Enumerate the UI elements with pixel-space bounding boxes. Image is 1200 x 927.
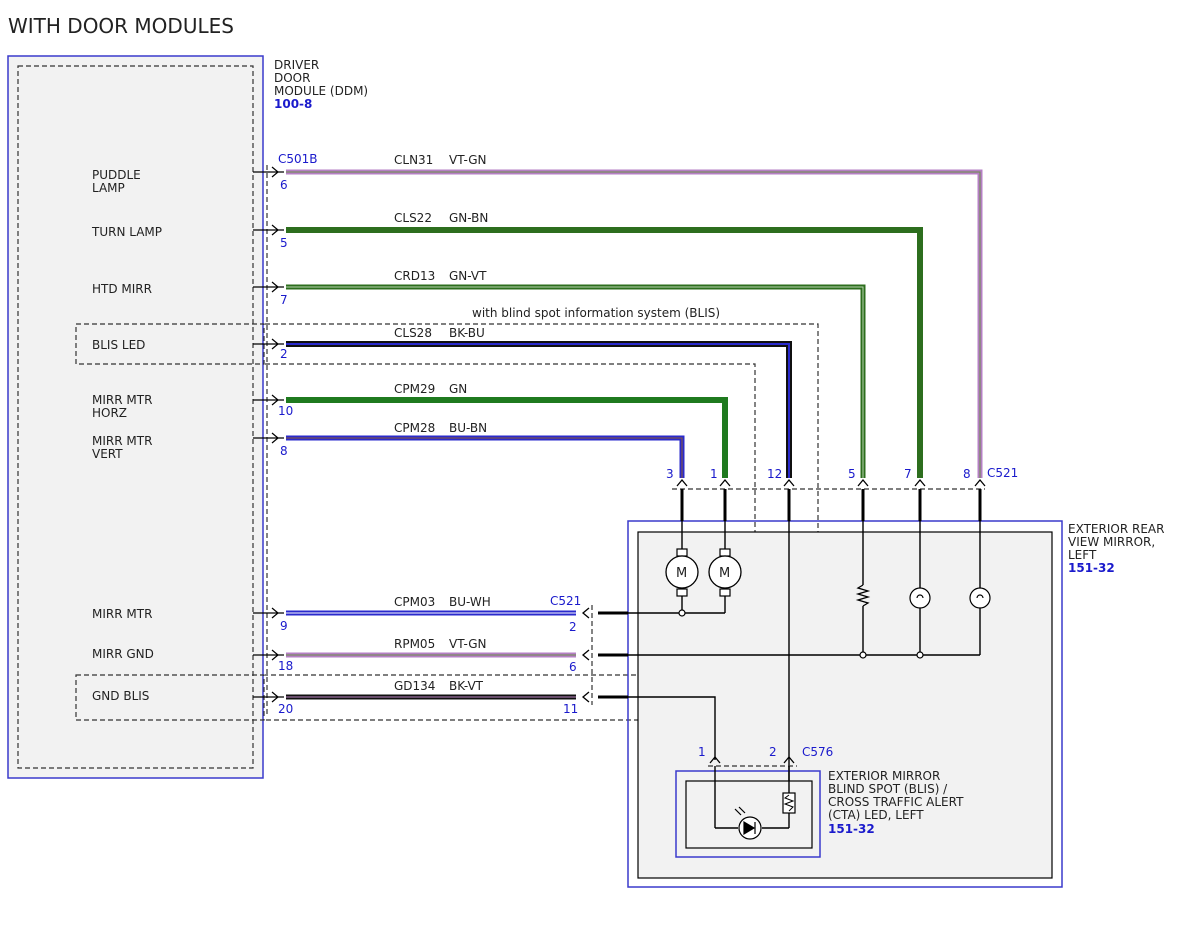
puddle-lamp-bulb-icon	[969, 587, 991, 609]
ddm-module-box	[7, 55, 264, 779]
pin-label-mirr-mtr-horz: MIRR MTR HORZ	[92, 393, 156, 420]
svg-text:M: M	[676, 566, 687, 581]
c521-side-pin-11: 11	[563, 702, 578, 716]
ddm-pin-20: 20	[278, 702, 293, 716]
svg-text:M: M	[719, 566, 730, 581]
wire-cls22	[286, 227, 923, 478]
wire-id-cpm28: CPM28	[394, 421, 435, 435]
c521-pin-12: 12	[767, 467, 782, 481]
blis-led-module-box	[675, 770, 821, 858]
pin-label-mirr-mtr: MIRR MTR	[92, 607, 152, 621]
c501b-label: C501B	[278, 152, 318, 166]
c521-pin-8: 8	[963, 467, 971, 481]
pin-label-mirr-mtr-vert: MIRR MTR VERT	[92, 434, 156, 461]
wire-color-cpm29: GN	[449, 382, 467, 396]
ddm-pin-5: 5	[280, 236, 288, 250]
pin-label-puddle-lamp: PUDDLE LAMP	[92, 168, 145, 195]
c521-pin-1: 1	[710, 467, 718, 481]
ddm-pin-9: 9	[280, 619, 288, 633]
wire-id-rpm05: RPM05	[394, 637, 435, 651]
c521-pin-3: 3	[666, 467, 674, 481]
c576-pin-1: 1	[698, 745, 706, 759]
c521-pin-7: 7	[904, 467, 912, 481]
wire-id-gd134: GD134	[394, 679, 435, 693]
wire-color-cpm03: BU-WH	[449, 595, 491, 609]
pin-label-blis-led: BLIS LED	[92, 338, 145, 352]
c521-side-arrows	[581, 607, 590, 703]
mirror-ref: 151-32	[1068, 561, 1115, 575]
blis-option-region	[265, 323, 819, 721]
c576-arrows	[709, 755, 795, 764]
ddm-ref: 100-8	[274, 97, 312, 111]
c576-pin-2: 2	[769, 745, 777, 759]
blis-option-note: with blind spot information system (BLIS…	[472, 306, 720, 320]
c521-top-pin-numbers: 3 1 12 5 7 8	[666, 467, 971, 481]
wire-id-cln31: CLN31	[394, 153, 433, 167]
c521-pin-5: 5	[848, 467, 856, 481]
motor-horz-icon: M	[665, 548, 699, 597]
wire-color-cls22: GN-BN	[449, 211, 488, 225]
wire-color-cls28: BK-BU	[449, 326, 485, 340]
wire-id-crd13: CRD13	[394, 269, 435, 283]
c521-top-arrows	[676, 478, 986, 487]
ddm-pin-18: 18	[278, 659, 293, 673]
ddm-pin-7: 7	[280, 293, 288, 307]
c521-side-pin-2: 2	[569, 620, 577, 634]
wire-id-cls28: CLS28	[394, 326, 432, 340]
wire-cls28	[286, 341, 792, 478]
ddm-pin-8: 8	[280, 444, 288, 458]
blis-inner-region	[265, 363, 756, 676]
blis-led-module-ref: 151-32	[828, 822, 875, 836]
pin-label-htd-mirr: HTD MIRR	[92, 282, 152, 296]
ddm-name: DRIVER DOOR MODULE (DDM)	[274, 58, 368, 98]
wire-color-cpm28: BU-BN	[449, 421, 487, 435]
wire-id-cpm29: CPM29	[394, 382, 435, 396]
pin-label-turn-lamp: TURN LAMP	[91, 225, 162, 239]
ddm-inner-dashed	[17, 65, 254, 769]
wire-cpm29	[286, 397, 728, 478]
led-icon	[734, 806, 762, 840]
blis-led-module-name: EXTERIOR MIRROR BLIND SPOT (BLIS) / CROS…	[828, 769, 967, 822]
turn-lamp-bulb-icon	[909, 587, 931, 609]
motor-vert-icon: M	[708, 548, 742, 597]
junction-dots	[678, 609, 924, 659]
wire-color-cln31: VT-GN	[449, 153, 486, 167]
wire-color-crd13: GN-VT	[449, 269, 487, 283]
wire-id-cpm03: CPM03	[394, 595, 435, 609]
pin-label-mirr-gnd: MIRR GND	[92, 647, 154, 661]
ddm-pin-stubs	[253, 166, 284, 703]
mirror-module-box	[627, 520, 1063, 888]
wire-color-gd134: BK-VT	[449, 679, 484, 693]
resistor-icon	[782, 792, 796, 814]
ddm-pin-2: 2	[280, 347, 288, 361]
c521-side-pin-6: 6	[569, 660, 577, 674]
c521-top-label: C521	[987, 466, 1018, 480]
wire-color-rpm05: VT-GN	[449, 637, 486, 651]
ddm-pin-10: 10	[278, 404, 293, 418]
wire-cln31	[286, 169, 983, 478]
c521-side-label: C521	[550, 594, 581, 608]
blis-led-internal-wiring	[714, 766, 790, 829]
ddm-pin-6: 6	[280, 178, 288, 192]
wire-labels: CLN31 VT-GN CLS22 GN-BN CRD13 GN-VT CLS2…	[394, 153, 491, 693]
c576-label: C576	[802, 745, 833, 759]
mirror-name: EXTERIOR REAR VIEW MIRROR, LEFT	[1068, 522, 1168, 562]
wire-cpm28	[286, 435, 685, 478]
page-title: WITH DOOR MODULES	[8, 14, 234, 38]
wire-crd13	[286, 284, 866, 478]
heater-element-icon	[855, 584, 871, 607]
pin-label-gnd-blis: GND BLIS	[92, 689, 149, 703]
wire-id-cls22: CLS22	[394, 211, 432, 225]
c521-side-stubs	[598, 489, 982, 699]
